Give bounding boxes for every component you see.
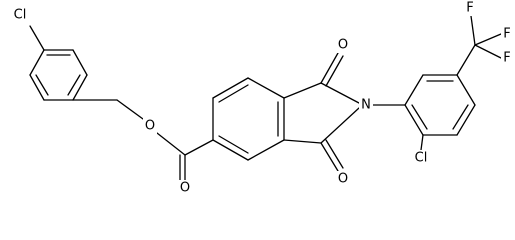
bond-ring-d-1 (404, 74, 424, 106)
atom-n-imide: N (361, 98, 371, 113)
bond-ring-a-4 (72, 74, 88, 101)
bond-ring-b-2 (212, 77, 249, 99)
bond-n-c2 (320, 107, 360, 144)
atom-o-ester: O (145, 119, 155, 134)
bond-ring-cf3 (456, 44, 476, 76)
bond-c1-n (320, 82, 360, 104)
bond-ring-b-6 (212, 139, 249, 161)
atom-f-right-top: F (503, 27, 510, 42)
bond-carbonyl-ring (184, 139, 214, 156)
bond-c1-o-1 (320, 52, 339, 84)
bond-c2-ring (283, 139, 322, 144)
bond-ring-a-2 (29, 74, 45, 101)
bond-ring-a-1 (29, 49, 45, 76)
atom-cl-benzyl: Cl (14, 8, 27, 23)
bond-c-f-right-top (474, 33, 502, 46)
atom-o-imide-bottom: O (338, 172, 348, 187)
bond-c2-o-1 (320, 142, 339, 172)
atom-f-right-bottom: F (503, 51, 510, 66)
bond-ring-d-inner-2 (452, 104, 469, 130)
bond-c2-o-2 (325, 139, 344, 169)
atom-o-imide-top: O (338, 38, 348, 53)
bond-ring-a-inner-2 (67, 74, 81, 96)
bond-ring-b-inner-3 (218, 135, 249, 154)
bond-ch2-o (116, 99, 144, 120)
atom-label-layer: Cl O O O O N Cl F F F (9, 0, 513, 196)
bond-ring-b-inner-1 (218, 84, 249, 103)
bond-ring-cl (420, 134, 424, 151)
bond-ring-c1 (283, 82, 322, 99)
bond-ring-b-3 (247, 77, 285, 99)
atom-f-top: F (466, 1, 473, 16)
bond-c1-o-2 (325, 55, 344, 87)
bond-cl-ring (29, 25, 45, 51)
bond-ring-a-5 (72, 49, 88, 76)
bond-ring-d-4 (456, 104, 476, 136)
bond-ring-a-inner-1 (35, 74, 49, 96)
bond-c-f-top (470, 15, 476, 46)
bond-o-carbonyl-c (156, 132, 186, 156)
bond-ring-d-3 (456, 74, 476, 106)
chemical-structure-diagram: Cl O O O O N Cl F F F (9, 0, 513, 196)
bond-layer (29, 15, 502, 182)
bond-ring-d-6 (404, 104, 424, 136)
bond-ring-b-5 (247, 139, 285, 161)
atom-cl-aryl: Cl (415, 151, 428, 166)
bond-ring-d-inner-3 (411, 104, 428, 130)
atom-o-carbonyl-ester: O (180, 181, 190, 196)
bond-c-f-right-bottom (474, 44, 502, 59)
